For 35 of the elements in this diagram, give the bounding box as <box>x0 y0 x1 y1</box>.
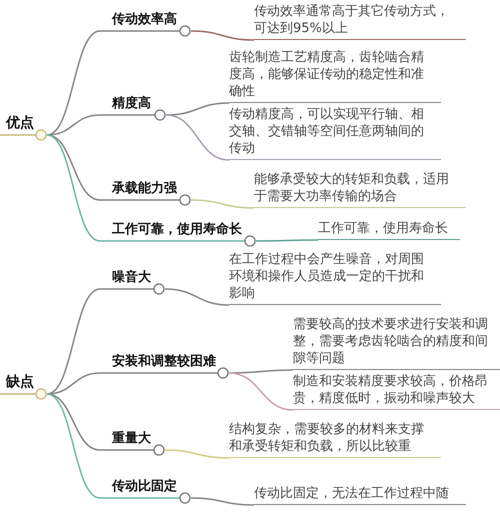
note-text: 制造和安装精度要求较高，价格昂贵，精度低时，振动和噪声较大 <box>293 373 500 410</box>
root-topic: 缺点 <box>0 374 47 400</box>
note-text: 能够承受较大的转矩和负载，适用于需要大功率传输的场合 <box>254 171 466 208</box>
note-text: 齿轮制造工艺精度高，齿轮啮合精度高，能够保证传动的稳定性和准确性 <box>229 49 441 103</box>
connector-line <box>166 102 230 116</box>
connector-line <box>190 497 254 506</box>
branch-topic: 安装和调整较困难 <box>100 353 229 379</box>
connector-line <box>229 369 293 374</box>
connector-line <box>190 199 254 209</box>
note-text: 传动精度高，可以实现平行轴、相交轴、交错轴等空间任意两轴间的传动 <box>229 106 441 160</box>
note-text: 传动效率通常高于其它传动方式，可达到95%以上 <box>254 3 466 40</box>
connector-line <box>46 288 100 395</box>
connector-line <box>256 239 318 242</box>
note-text: 传动比固定，无法在工作过程中随 <box>254 485 466 505</box>
connector-line <box>190 30 254 41</box>
note-text: 结构复杂，需要较多的材料来支撑和承受转矩和负载，所以比较重 <box>229 421 441 458</box>
connector-line <box>46 393 100 499</box>
note-text: 工作可靠，使用寿命长 <box>318 220 460 240</box>
connector-line <box>46 114 100 136</box>
connector-line <box>166 114 230 161</box>
branch-topic: 承载能力强 <box>100 180 191 206</box>
branch-topic: 重量大 <box>100 430 165 456</box>
note-text: 需要较高的技术要求进行安装和调整，需要考虑齿轮啮合的精度和间隙等问题 <box>293 316 500 370</box>
connector-line <box>164 449 230 459</box>
note-text: 在工作过程中会产生噪音，对周围环境和操作人员造成一定的干扰和影响 <box>229 251 441 305</box>
branch-topic: 工作可靠，使用寿命长 <box>100 221 256 247</box>
branch-topic: 传动比固定 <box>100 478 191 504</box>
root-topic: 优点 <box>0 115 47 141</box>
connector-line <box>164 288 230 306</box>
connector-line <box>228 372 294 411</box>
branch-topic: 精度高 <box>100 95 166 121</box>
connector-line <box>46 372 100 395</box>
connector-line <box>46 134 100 242</box>
branch-topic: 噪音大 <box>100 269 165 295</box>
branch-topic: 传动效率高 <box>100 11 191 37</box>
